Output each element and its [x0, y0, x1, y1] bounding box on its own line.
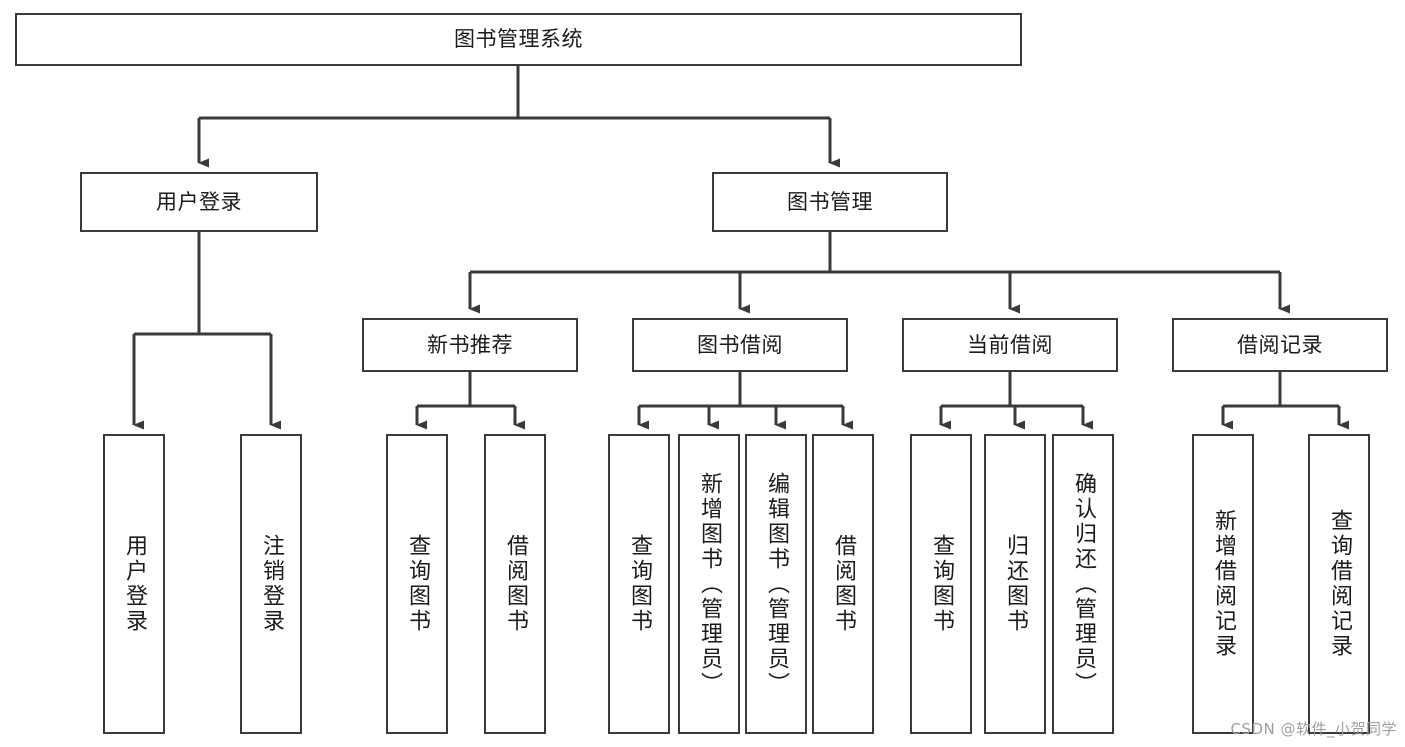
node-leaf-add-book-label: 新增图书（管理员）	[696, 471, 722, 697]
node-borrow-record[interactable]: 借阅记录	[1172, 318, 1388, 372]
node-leaf-add-record-label: 新增借阅记录	[1210, 509, 1236, 659]
node-new-book-rec-label: 新书推荐	[427, 332, 513, 357]
node-leaf-borrow-book-2-label: 借阅图书	[830, 534, 856, 634]
node-borrow-record-label: 借阅记录	[1237, 332, 1323, 357]
node-user-login[interactable]: 用户登录	[80, 172, 318, 232]
node-leaf-borrow-book-1[interactable]: 借阅图书	[484, 434, 546, 734]
node-leaf-user-login[interactable]: 用户登录	[103, 434, 165, 734]
node-leaf-query-book-3-label: 查询图书	[928, 534, 954, 634]
node-book-manage[interactable]: 图书管理	[712, 172, 948, 232]
node-leaf-query-book-3[interactable]: 查询图书	[910, 434, 972, 734]
node-leaf-add-record[interactable]: 新增借阅记录	[1192, 434, 1254, 734]
node-leaf-logout[interactable]: 注销登录	[240, 434, 302, 734]
node-user-login-label: 用户登录	[156, 189, 242, 214]
node-current-borrow[interactable]: 当前借阅	[902, 318, 1118, 372]
node-book-manage-label: 图书管理	[787, 189, 873, 214]
node-leaf-confirm-return-label: 确认归还（管理员）	[1070, 471, 1096, 697]
node-leaf-return-book[interactable]: 归还图书	[984, 434, 1046, 734]
node-book-borrow[interactable]: 图书借阅	[632, 318, 848, 372]
node-leaf-query-book-1[interactable]: 查询图书	[386, 434, 448, 734]
csdn-watermark: CSDN @软件_小贺同学	[1230, 720, 1397, 738]
node-leaf-query-record-label: 查询借阅记录	[1326, 509, 1352, 659]
node-leaf-borrow-book-1-label: 借阅图书	[502, 534, 528, 634]
node-leaf-add-book[interactable]: 新增图书（管理员）	[678, 434, 740, 734]
node-new-book-rec[interactable]: 新书推荐	[362, 318, 578, 372]
node-leaf-edit-book[interactable]: 编辑图书（管理员）	[745, 434, 807, 734]
node-leaf-borrow-book-2[interactable]: 借阅图书	[812, 434, 874, 734]
node-leaf-edit-book-label: 编辑图书（管理员）	[763, 471, 789, 697]
node-root[interactable]: 图书管理系统	[15, 13, 1022, 66]
node-leaf-query-book-2-label: 查询图书	[626, 534, 652, 634]
node-leaf-query-book-2[interactable]: 查询图书	[608, 434, 670, 734]
node-book-borrow-label: 图书借阅	[697, 332, 783, 357]
node-current-borrow-label: 当前借阅	[967, 332, 1053, 357]
node-root-label: 图书管理系统	[454, 27, 583, 52]
node-leaf-confirm-return[interactable]: 确认归还（管理员）	[1052, 434, 1114, 734]
node-leaf-query-book-1-label: 查询图书	[404, 534, 430, 634]
node-leaf-user-login-label: 用户登录	[121, 534, 147, 634]
node-leaf-return-book-label: 归还图书	[1002, 534, 1028, 634]
node-leaf-query-record[interactable]: 查询借阅记录	[1308, 434, 1370, 734]
node-leaf-logout-label: 注销登录	[258, 534, 284, 634]
